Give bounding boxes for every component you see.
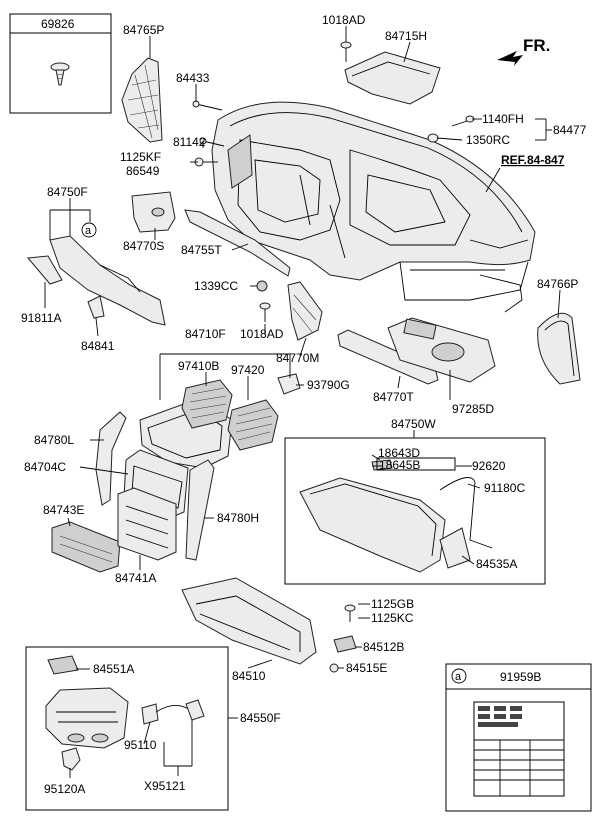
part-84841 [87,295,105,319]
label-1018AD-top: 1018AD [322,13,366,27]
label-91180C: 91180C [484,481,525,495]
part-84510 [181,577,317,665]
part-84743E [51,521,121,573]
nut-1339CC [256,280,268,292]
part-84780H [185,459,215,561]
label-84715H: 84715H [385,29,427,43]
label-81142: 81142 [173,135,206,149]
label-1125KC: 1125KC [371,611,414,625]
screw-1018AD-mid [259,302,271,322]
group-84550F [25,646,229,811]
screw-1018AD-top [340,41,352,62]
part-84755T [184,209,291,277]
label-1339CC: 1339CC [194,279,238,293]
part-84770M [287,281,323,341]
label-84780H: 84780H [217,511,259,525]
part-93790G [277,373,301,395]
label-95120A: 95120A [44,782,85,796]
front-arrow-icon [497,51,523,66]
label-84512B: 84512B [363,640,404,654]
label-84550F: 84550F [240,711,281,725]
clip-icon [50,62,70,86]
label-84765P: 84765P [123,23,164,37]
crash-pad-main [211,101,536,313]
label-84841: 84841 [81,339,115,353]
label-84780L: 84780L [34,433,74,447]
label-18645B: 18645B [379,458,420,472]
screw-1125GB [344,604,356,622]
label-69826: 69826 [41,17,75,31]
label-1125GB: 1125GB [371,597,414,611]
label-1140FH: 1140FH [482,112,524,126]
label-84741A: 84741A [115,571,156,585]
part-84515E [329,663,339,673]
label-84770S: 84770S [123,239,164,253]
part-84766P [537,312,581,385]
label-97285D: 97285D [452,402,494,416]
part-84741A [117,487,177,561]
label-84770T: 84770T [373,390,414,404]
part-97410B [181,379,233,429]
bolt-84433 [192,100,223,111]
label-84704C: 84704C [24,460,66,474]
label-84535A: 84535A [476,557,517,571]
part-91811A [27,255,63,285]
label-X95121: X95121 [144,779,186,793]
part-84512B [333,635,357,653]
label-97420: 97420 [231,363,265,377]
inset-69826: 69826 [9,13,112,114]
label-18643D: 18643D [378,446,420,460]
label-84510: 84510 [232,669,266,683]
label-84710F: 84710F [185,327,226,341]
label-92620: 92620 [472,459,506,473]
part-97285D [387,317,496,383]
legend-marker-a: a [455,671,462,683]
label-ref: REF.84-847 [501,153,565,167]
label-91811A: 91811A [21,311,61,325]
label-86549: 86549 [126,164,160,178]
label-91959B: 91959B [500,670,541,684]
label-1018AD-mid: 1018AD [240,327,284,341]
front-label: FR. [523,36,550,55]
label-sticker-icon [473,701,565,797]
front-direction-indicator: FR. [497,36,550,66]
group-84750W [284,437,546,585]
callout-labels: 84765P 1018AD 84715H 84433 81142 1125KF … [21,13,587,796]
label-84766P: 84766P [537,277,578,291]
label-1350RC: 1350RC [466,133,510,147]
part-84770S [131,191,176,233]
label-84477: 84477 [553,123,587,137]
marker-circle-a [81,222,97,238]
clip-1350RC [427,133,439,143]
label-84743E: 84743E [43,503,84,517]
label-84770M: 84770M [276,351,319,365]
label-84515E: 84515E [346,661,387,675]
label-84433: 84433 [176,71,210,85]
label-95110: 95110 [124,738,157,752]
part-84715H [344,51,441,105]
part-84765P [121,57,163,143]
marker-a: a [85,225,92,237]
label-84551A: 84551A [93,662,134,676]
legend-box: a 91959B [445,663,592,812]
part-84750F [49,235,166,326]
label-84750F: 84750F [47,185,88,199]
callout-bracket-18645B [376,457,456,471]
part-84770T [337,329,439,385]
part-97420 [227,399,279,451]
part-84780L [95,411,127,506]
label-84750W: 84750W [391,417,436,431]
label-84755T: 84755T [181,243,222,257]
label-97410B: 97410B [178,359,219,373]
leader-lines [44,26,561,778]
label-93790G: 93790G [307,378,350,392]
label-1125KF: 1125KF [120,150,161,164]
bolt-1140FH [451,115,475,127]
